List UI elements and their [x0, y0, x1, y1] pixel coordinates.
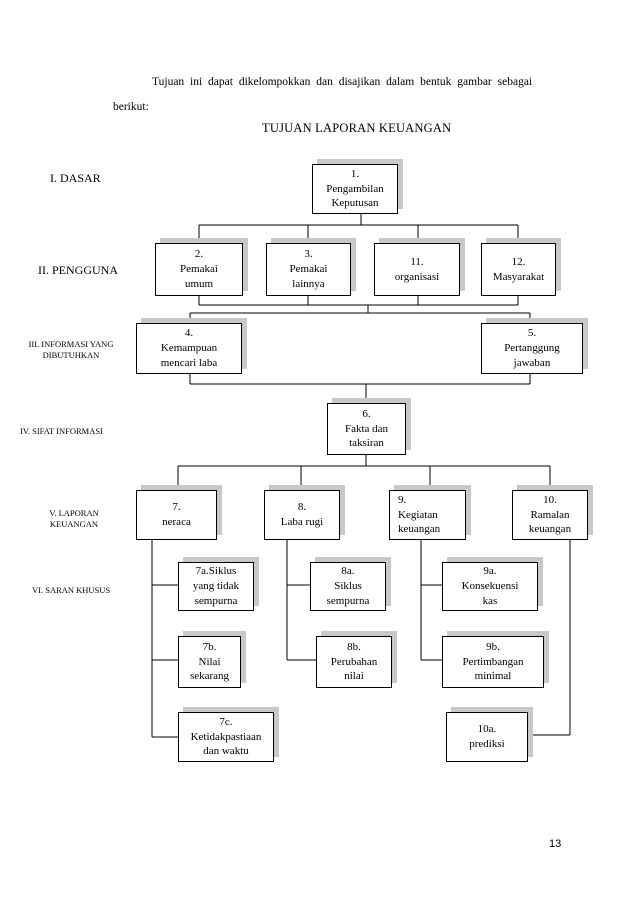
box-12-masyarakat: 12. Masyarakat [481, 243, 556, 296]
level-3-label-line-2: DIBUTUHKAN [42, 350, 100, 361]
box-10-line-1: 10. [543, 493, 557, 506]
box-5-line-2: Pertanggung [504, 342, 560, 355]
box-6-fakta-dan-taksiran: 6. Fakta dan taksiran [327, 403, 406, 455]
box-9-kegiatan-keuangan: 9. Kegiatan keuangan [389, 490, 466, 540]
box-10-line-3: keuangan [528, 523, 572, 536]
intro-text-line-2: berikut: [113, 101, 149, 113]
level-5-label-line-2: KEUANGAN [49, 519, 99, 530]
box-6-line-1: 6. [362, 407, 371, 420]
box-7-neraca: 7. neraca [136, 490, 217, 540]
box-12-line-1: 12. [511, 255, 526, 268]
box-7-line-1: 7. [172, 501, 181, 514]
box-10a-line-2: prediksi [469, 738, 505, 750]
box-11-line-1: 11. [410, 255, 424, 268]
box-4-line-3: mencari laba [160, 356, 218, 369]
level-5-label-line-1: V. LAPORAN [49, 508, 99, 518]
box-8b-line-3: nilai [344, 670, 364, 683]
box-2-line-3: umum [184, 277, 214, 290]
box-7c-ketidakpastiaan-dan-waktu: 7c. Ketidakpastiaan dan waktu [178, 712, 274, 762]
box-8-line-2: Laba rugi [280, 516, 324, 528]
box-8a-line-1: 8a. [341, 565, 355, 578]
box-11-line-2: organisasi [394, 270, 440, 283]
box-9b-line-1: 9b. [486, 640, 500, 653]
box-6-line-2: Fakta dan [344, 422, 389, 435]
box-2-pemakai-umum: 2. Pemakai umum [155, 243, 243, 296]
box-4-line-2: Kemampuan [160, 342, 218, 355]
level-2-label: II. PENGGUNA [38, 263, 118, 277]
level-1-label: I. DASAR [50, 171, 101, 185]
box-7b-line-3: sekarang [189, 670, 230, 683]
box-1-pengambilan-keputusan: 1. Pengambilan Keputusan [312, 164, 398, 214]
box-8a-line-2: Siklus [334, 580, 362, 593]
box-7a-line-1: 7a.Siklus [195, 565, 237, 578]
box-3-pemakai-lainnya: 3. Pemakai lainnya [266, 243, 351, 296]
box-8-line-1: 8. [297, 501, 307, 514]
box-7b-nilai-sekarang: 7b. Nilai sekarang [178, 636, 241, 688]
box-2-line-1: 2. [194, 248, 204, 261]
box-8b-perubahan-nilai: 8b. Perubahan nilai [316, 636, 392, 688]
box-3-line-1: 3. [304, 248, 313, 261]
level-4-label: IV. SIFAT INFORMASI [20, 426, 103, 436]
box-8a-siklus-sempurna: 8a. Siklus sempurna [310, 562, 386, 611]
box-5-pertanggung-jawaban: 5. Pertanggung jawaban [481, 323, 583, 374]
box-4-kemampuan-mencari-laba: 4. Kemampuan mencari laba [136, 323, 242, 374]
box-10a-line-1: 10a. [477, 723, 497, 736]
box-9a-line-1: 9a. [483, 565, 497, 578]
box-9-line-2: Kegiatan [398, 508, 438, 521]
box-6-line-3: taksiran [349, 437, 384, 450]
box-1-line-1: 1. [350, 167, 360, 180]
box-9b-line-3: minimal [474, 670, 512, 683]
page-number: 13 [549, 838, 562, 850]
box-9a-konsekuensi-kas: 9a. Konsekuensi kas [442, 562, 538, 611]
box-7a-line-3: sempurna [194, 594, 238, 607]
box-7c-line-3: dan waktu [203, 745, 249, 758]
box-7a-line-2: yang tidak [192, 580, 240, 593]
box-5-line-3: jawaban [513, 356, 551, 369]
box-3-line-2: Pemakai [289, 263, 328, 276]
box-1-line-2: Pengambilan [326, 182, 384, 195]
box-8b-line-2: Perubahan [330, 655, 378, 668]
level-3-label-line-1: III. INFORMASI YANG [28, 339, 114, 349]
box-7b-line-2: Nilai [198, 655, 221, 668]
diagram-title: TUJUAN LAPORAN KEUANGAN [262, 121, 452, 135]
box-9b-line-2: Pertimbangan [462, 655, 524, 668]
box-9b-pertimbangan-minimal: 9b. Pertimbangan minimal [442, 636, 544, 688]
box-9a-line-2: Konsekuensi [461, 580, 519, 593]
box-9-line-1: 9. [398, 493, 407, 506]
level-5-label: V. LAPORAN KEUANGAN [26, 508, 122, 531]
box-2-line-2: Pemakai [180, 263, 218, 276]
box-8a-line-3: sempurna [326, 594, 370, 607]
box-8-laba-rugi: 8. Laba rugi [264, 490, 340, 540]
box-7-line-2: neraca [162, 516, 191, 528]
box-1-line-3: Keputusan [331, 197, 379, 210]
box-10-ramalan-keuangan: 10. Ramalan keuangan [512, 490, 588, 540]
box-7c-line-1: 7c. [219, 715, 233, 728]
box-9-line-3: keuangan [398, 523, 441, 536]
box-11-organisasi: 11. organisasi [374, 243, 460, 296]
box-7c-line-2: Ketidakpastiaan [190, 730, 262, 743]
box-10a-prediksi: 10a. prediksi [446, 712, 528, 762]
box-10-line-2: Ramalan [530, 508, 570, 521]
box-7a-siklus-yang-tidak-sempurna: 7a.Siklus yang tidak sempurna [178, 562, 254, 611]
box-7b-line-1: 7b. [202, 640, 217, 653]
intro-text-line-1: Tujuan ini dapat dikelompokkan dan disaj… [152, 76, 533, 88]
box-3-line-3: lainnya [292, 277, 325, 290]
level-6-label: VI. SARAN KHUSUS [32, 585, 111, 595]
box-12-line-2: Masyarakat [492, 270, 545, 283]
box-5-line-1: 5. [527, 327, 537, 340]
box-4-line-1: 4. [184, 327, 194, 340]
box-8b-line-1: 8b. [347, 640, 361, 653]
level-3-label: III. INFORMASI YANG DIBUTUHKAN [20, 339, 122, 362]
box-9a-line-3: kas [482, 594, 498, 607]
